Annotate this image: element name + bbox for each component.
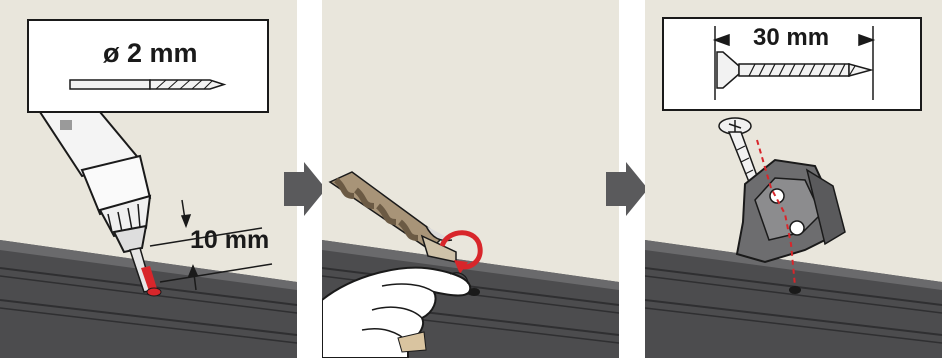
step-arrow-icon xyxy=(606,162,648,216)
drill-bit-icon xyxy=(70,80,224,89)
step-3-illustration xyxy=(645,0,942,358)
step-3-panel: 30 mm xyxy=(645,0,942,358)
pilot-hole xyxy=(789,286,801,294)
step-1-panel: ø 2 mm 10 mm xyxy=(0,0,297,358)
drill-bit-diameter-label: ø 2 mm xyxy=(103,38,198,69)
step-arrow-icon xyxy=(284,162,326,216)
screw-length-label: 30 mm xyxy=(749,24,833,52)
step-2-illustration xyxy=(322,0,619,358)
step-2-panel xyxy=(322,0,619,358)
drill-depth-label: 10 mm xyxy=(190,226,269,255)
